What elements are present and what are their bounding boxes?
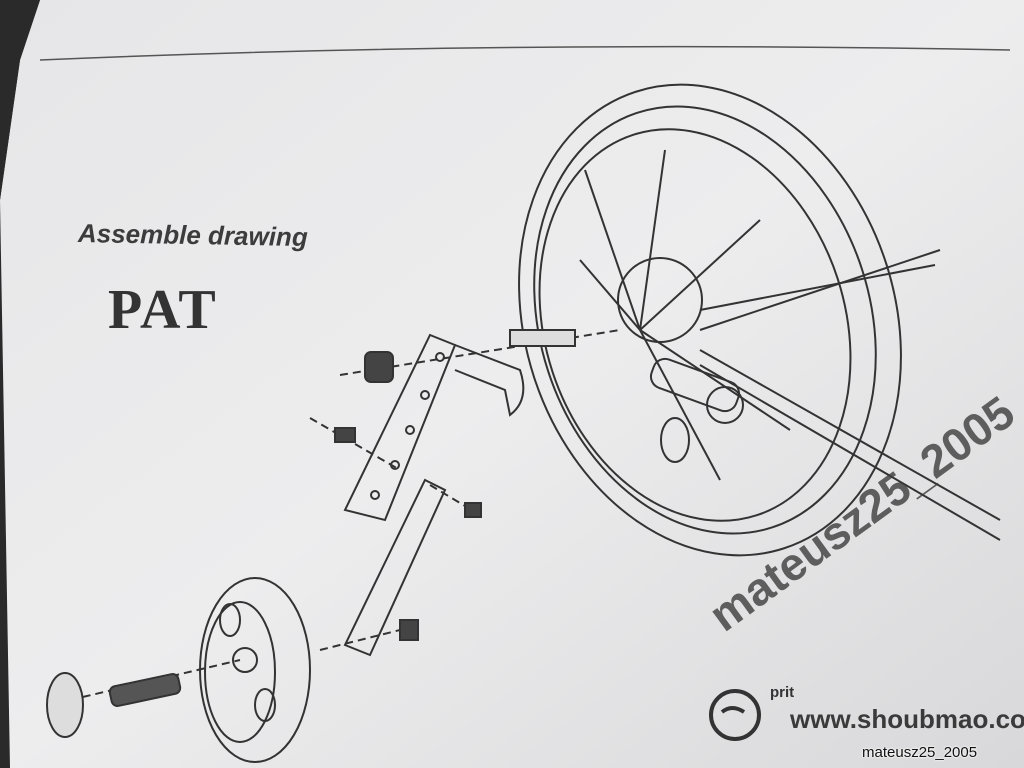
training-wheel [46, 577, 311, 763]
document-title: Assemble drawing [77, 217, 308, 253]
brand-logo-icon [709, 689, 761, 741]
bicycle-rear-wheel [518, 83, 1001, 557]
brand-logo-text: prit [770, 684, 795, 701]
model-name: PAT [108, 279, 218, 341]
website-url: www.shoubmao.com [790, 704, 1024, 734]
training-wheel-bracket [309, 329, 621, 657]
corner-watermark: mateusz25_2005 [862, 744, 978, 761]
